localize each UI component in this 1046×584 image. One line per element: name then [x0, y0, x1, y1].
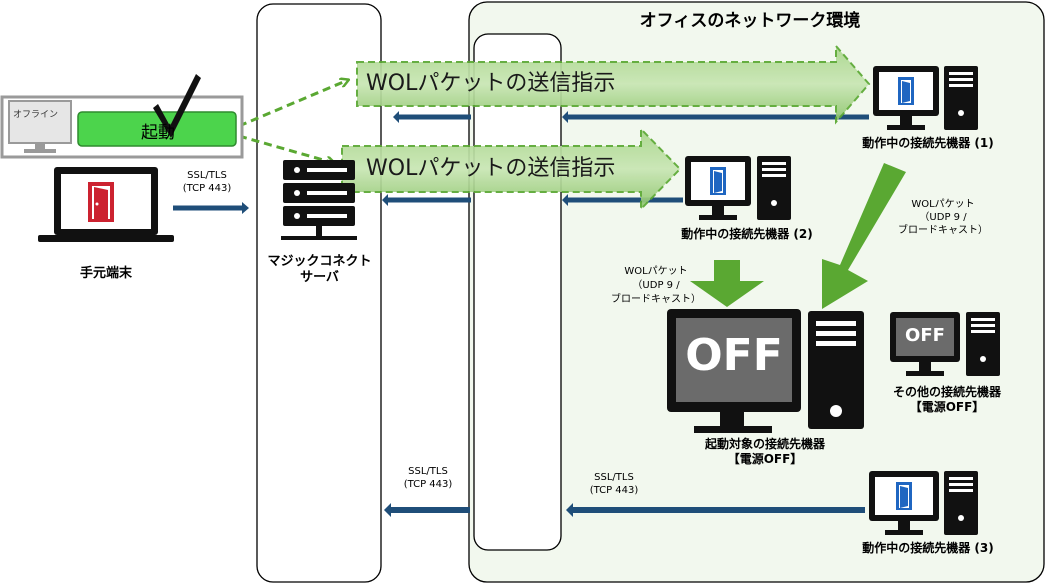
- conn-bottom-right-line1: SSL/TLS: [594, 472, 634, 483]
- device-other-label-line2: 【電源OFF】: [909, 400, 985, 414]
- device-target-icon: [667, 309, 864, 433]
- wol-packet-right-line3: ブロードキャスト）: [898, 225, 988, 236]
- wol-packet-right-line1: WOLパケット: [911, 199, 975, 210]
- server-label-line1: マジックコネクト: [267, 254, 372, 269]
- device-other-label-line1: その他の接続先機器: [892, 385, 1001, 399]
- server-label-line2: サーバ: [300, 270, 339, 285]
- wol-instruction-label-2: WOLパケットの送信指示: [366, 156, 616, 181]
- device-other-icon: [890, 312, 1000, 376]
- device-active2-icon: [685, 156, 791, 220]
- client-conn-line1: SSL/TLS: [187, 170, 227, 181]
- flow-arrow-row3-server: [384, 503, 470, 517]
- wol-instruction-label-1: WOLパケットの送信指示: [366, 71, 616, 96]
- wol-packet-arrow-right: [822, 163, 906, 309]
- other-off-text: OFF: [905, 325, 945, 346]
- device-target-label-line2: 【電源OFF】: [727, 452, 803, 466]
- device-target-label-line1: 起動対象の接続先機器: [704, 437, 825, 451]
- dashed-pointer-2: [238, 134, 334, 163]
- gateway-band: [473, 33, 562, 551]
- flow-arrow-row2-server: [382, 194, 471, 206]
- flow-arrow-client-server: [173, 202, 249, 214]
- client-conn-line2: (TCP 443): [182, 183, 232, 194]
- target-off-text: OFF: [685, 330, 783, 381]
- offline-status-badge: オフライン: [13, 110, 59, 120]
- wol-instruction-arrow-2: [341, 126, 682, 212]
- wol-instruction-arrow-1: [356, 43, 871, 125]
- conn-bottom-left-line1: SSL/TLS: [408, 466, 448, 477]
- device-active3-icon: [869, 471, 978, 535]
- office-title: オフィスのネットワーク環境: [639, 11, 861, 31]
- wol-packet-left-line2: （UDP 9 /: [632, 280, 680, 291]
- device-active1-icon: [873, 66, 978, 130]
- wol-packet-left-line3: ブロードキャスト）: [611, 294, 701, 305]
- flow-arrows: [173, 111, 869, 517]
- flow-arrow-row3-gateway: [566, 503, 865, 517]
- offline-monitor-icon: [8, 100, 72, 153]
- conn-bottom-left-line2: (TCP 443): [403, 479, 453, 490]
- flow-arrow-row1-server: [393, 111, 471, 123]
- wol-packet-left-line1: WOLパケット: [624, 266, 688, 277]
- flow-arrow-row2-gateway: [562, 194, 683, 206]
- dashed-pointer-1: [238, 80, 348, 128]
- start-button[interactable]: 起動: [141, 123, 175, 143]
- wol-packet-right-line2: （UDP 9 /: [919, 212, 967, 223]
- client-label: 手元端末: [79, 266, 132, 281]
- wol-packet-arrow-left: [690, 260, 764, 307]
- flow-arrow-row1-gateway: [562, 111, 869, 123]
- check-mark-icon: [153, 74, 201, 138]
- server-rack-icon: [281, 160, 357, 240]
- device-active1-label: 動作中の接続先機器 (1): [862, 136, 994, 150]
- device-active3-label: 動作中の接続先機器 (3): [862, 541, 994, 555]
- conn-bottom-right-line2: (TCP 443): [589, 485, 639, 496]
- device-active2-label: 動作中の接続先機器 (2): [681, 227, 813, 241]
- door-icon-red: [88, 182, 114, 222]
